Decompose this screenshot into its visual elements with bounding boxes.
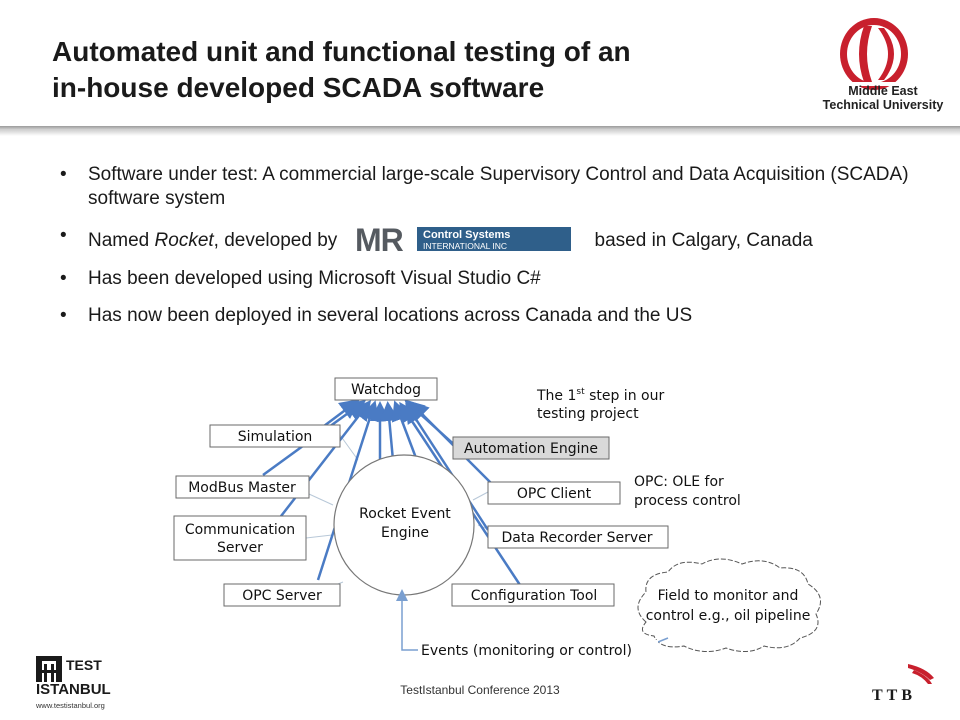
ti-logo-word-1: TEST <box>66 657 102 673</box>
node-label: Simulation <box>238 429 313 445</box>
title-line-2: in-house developed SCADA software <box>52 72 545 103</box>
university-name: Middle East Technical University <box>818 84 948 112</box>
node-modbus-master: ModBus Master <box>175 475 310 499</box>
testistanbul-logo: TEST ISTANBUL www.testistanbul.org <box>35 656 111 710</box>
bullet-text: Has now been deployed in several locatio… <box>88 305 693 326</box>
ti-logo-url: www.testistanbul.org <box>35 701 105 710</box>
annotation-opc-line-1: OPC: OLE for <box>634 474 724 490</box>
header-rule <box>0 126 960 130</box>
mr-logo-mark: MR <box>355 224 404 254</box>
node-label: Automation Engine <box>464 441 598 457</box>
architecture-diagram: Rocket Event Engine Watchdog Simulation … <box>173 377 821 659</box>
node-data-recorder-server: Data Recorder Server <box>487 525 669 549</box>
bullet-named-rocket: Named Rocket, developed by MR Control Sy… <box>60 224 940 254</box>
node-opc-server: OPC Server <box>223 583 341 607</box>
node-automation-engine: Automation Engine <box>452 436 610 460</box>
field-cloud: Field to monitor and control e.g., oil p… <box>637 558 821 652</box>
node-label-line-2: Server <box>217 540 263 556</box>
mr-logo-line-1: Control Systems <box>423 229 510 241</box>
university-line-2: Technical University <box>822 98 944 112</box>
bullet-text-prefix: Named <box>88 230 155 251</box>
bullet-list: Software under test: A commercial large-… <box>60 163 940 341</box>
annotation-first-step-line-2: testing project <box>537 406 639 422</box>
events-label: Events (monitoring or control) <box>421 643 632 659</box>
node-communication-server: Communication Server <box>173 515 307 561</box>
bullet-text: Has been developed using Microsoft Visua… <box>88 268 541 289</box>
annotation-first-step-b: step in our <box>585 388 665 404</box>
annotation-opc-line-2: process control <box>634 493 741 509</box>
node-configuration-tool: Configuration Tool <box>451 583 615 607</box>
university-line-1: Middle East <box>848 84 918 98</box>
bullet-text: Software under test: A commercial large-… <box>88 164 909 209</box>
ttb-logo: TTB <box>872 664 934 704</box>
ttb-logo-text: TTB <box>872 687 916 704</box>
bullet-text-suffix: based in Calgary, Canada <box>589 230 813 251</box>
ti-logo-word-2: ISTANBUL <box>36 681 111 698</box>
center-label-line-2: Engine <box>381 525 429 541</box>
bullet-visual-studio: Has been developed using Microsoft Visua… <box>60 267 940 291</box>
rocket-name: Rocket <box>154 230 214 251</box>
node-label: OPC Client <box>517 486 592 502</box>
title-line-1: Automated unit and functional testing of… <box>52 36 631 67</box>
node-simulation: Simulation <box>209 424 341 448</box>
node-watchdog: Watchdog <box>334 377 438 401</box>
slide-title: Automated unit and functional testing of… <box>52 34 631 106</box>
cloud-line-1: Field to monitor and <box>658 588 799 604</box>
node-label: OPC Server <box>242 588 322 604</box>
mr-control-systems-logo: MR Control Systems INTERNATIONAL INC <box>355 224 572 254</box>
node-label: ModBus Master <box>188 480 296 496</box>
metu-logo-icon <box>824 18 930 90</box>
header-shadow <box>0 130 960 136</box>
cloud-line-2: control e.g., oil pipeline <box>646 608 811 624</box>
annotation-first-step-sup: st <box>576 387 585 397</box>
bullet-software-under-test: Software under test: A commercial large-… <box>60 163 940 211</box>
node-label: Watchdog <box>351 382 421 398</box>
footer-conference: TestIstanbul Conference 2013 <box>400 683 560 697</box>
bullet-text-mid: , developed by <box>213 230 338 251</box>
mr-logo-line-2: INTERNATIONAL INC <box>423 241 507 251</box>
node-label: Data Recorder Server <box>502 530 653 546</box>
annotation-first-step: The 1st step in our <box>536 387 664 404</box>
node-label: Configuration Tool <box>471 588 598 604</box>
node-label-line-1: Communication <box>185 522 295 538</box>
bullet-deployed: Has now been deployed in several locatio… <box>60 304 940 328</box>
node-opc-client: OPC Client <box>487 481 621 505</box>
center-label-line-1: Rocket Event <box>359 506 451 522</box>
annotation-first-step-a: The 1 <box>536 388 576 404</box>
